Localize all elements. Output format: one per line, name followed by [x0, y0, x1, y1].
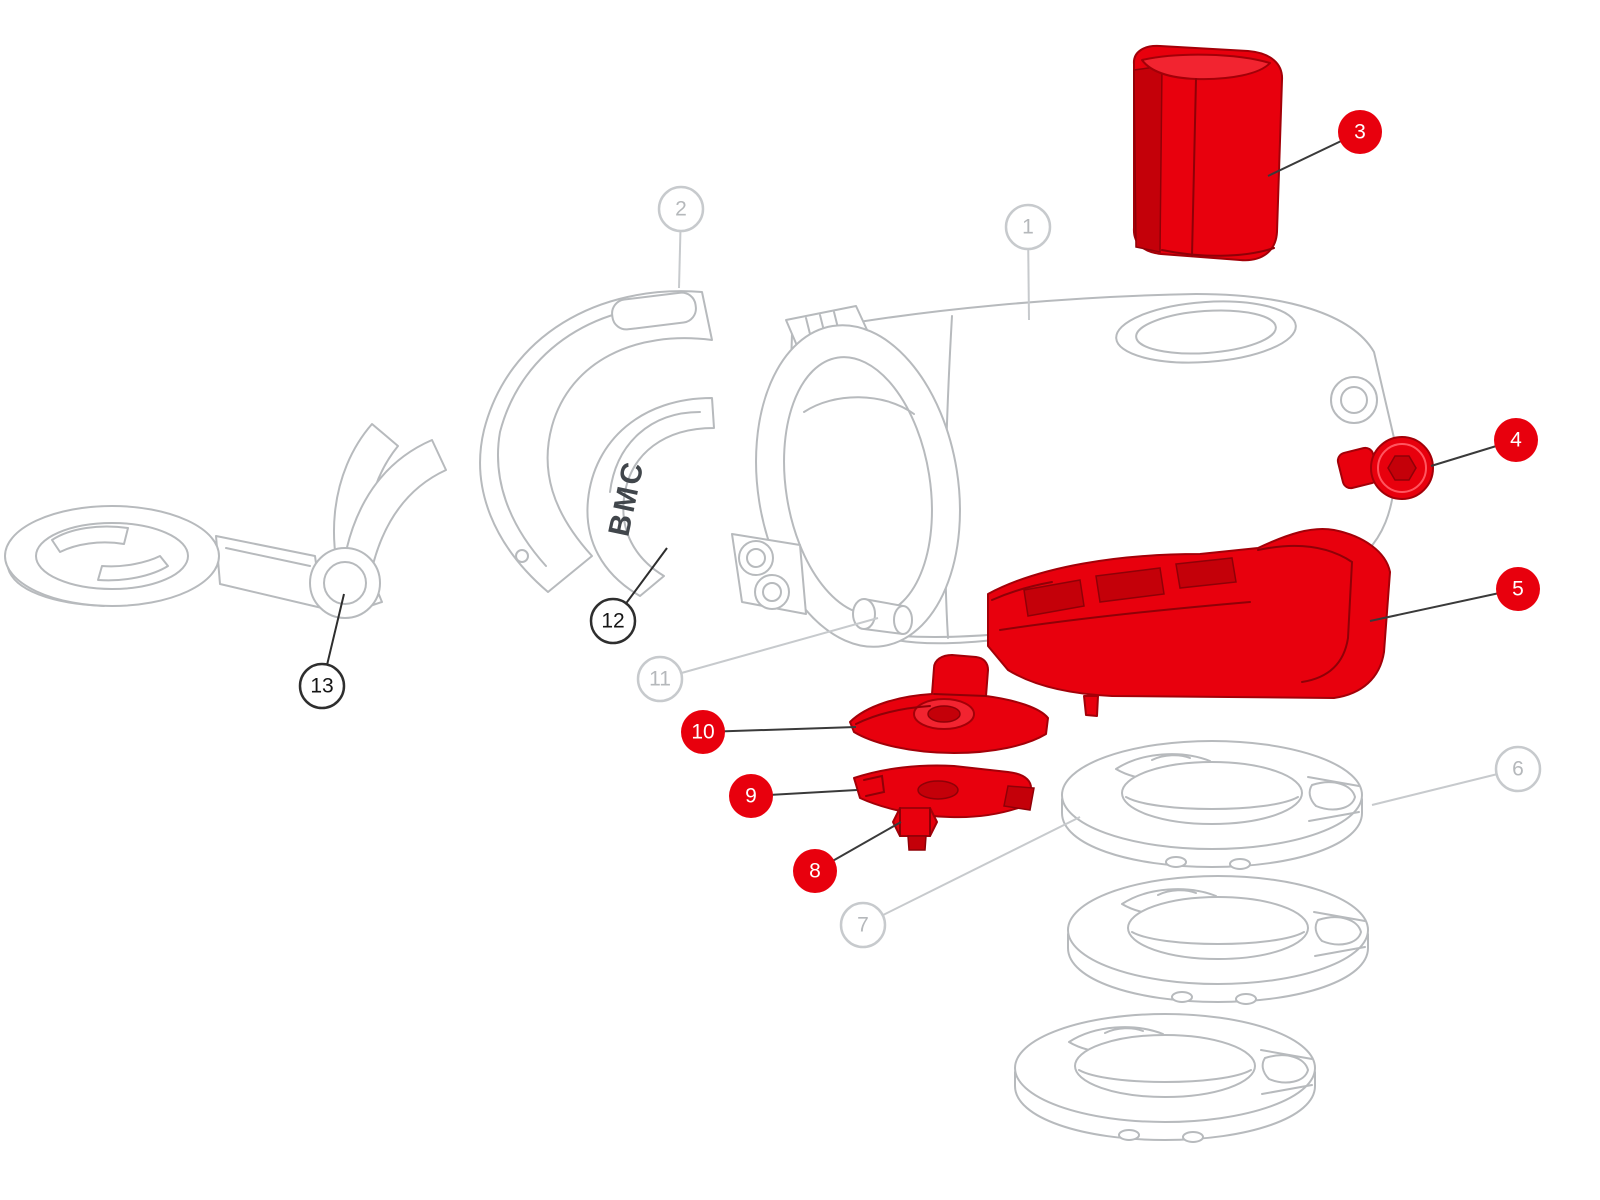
bolt-head-chamfer [1377, 443, 1427, 493]
mount-arm-detail [225, 547, 311, 567]
steerer-hole-inner [1135, 309, 1277, 355]
callout-11: 11 [636, 617, 879, 703]
callout-8-number: 8 [809, 860, 821, 883]
gap-cover-seam [1191, 78, 1197, 257]
faceplate-boss-1-hole [746, 548, 766, 568]
callout-13-bubble [298, 662, 346, 710]
mount-ring-tab-bottom [97, 555, 169, 582]
callout-4-bubble [1494, 418, 1538, 462]
mount-ring-tab-top [51, 525, 129, 553]
callout-5-number: 5 [1512, 578, 1524, 601]
callout-7: 7 [839, 816, 1081, 949]
clamp-ring-1 [1061, 740, 1363, 870]
bore-inner-arc [803, 396, 915, 415]
mount-ring-rim [7, 567, 105, 607]
callout-11-number: 11 [649, 668, 671, 691]
latch-screw-shaft [907, 835, 927, 851]
mount-base-left-edge [991, 581, 1053, 601]
mount-base-peg [1083, 695, 1099, 717]
callout-8: 8 [793, 821, 902, 893]
part-9-latch-bracket [853, 764, 1035, 819]
callout-8-bubble [793, 849, 837, 893]
callout-1-number: 1 [1022, 216, 1034, 239]
callout-1: 1 [1004, 203, 1052, 321]
latch-bracket-hook [1003, 785, 1035, 811]
callout-10-bubble [681, 710, 725, 754]
part-4-bolt [1336, 436, 1434, 500]
part-3-gap-cover [1132, 44, 1284, 262]
clamp-ring-2 [1067, 875, 1369, 1005]
part-13-computer-mount [4, 423, 447, 619]
clamp-bolt-cylinder-end [893, 605, 913, 635]
callout-13: 13 [298, 593, 346, 710]
latch-bracket-hole [917, 780, 959, 800]
callout-7-leader-line [862, 816, 1081, 926]
mount-base-slot-1 [1023, 579, 1085, 617]
callout-3-bubble [1338, 110, 1382, 154]
callout-5: 5 [1369, 567, 1540, 622]
shell-top-slot [611, 291, 697, 331]
callout-2-bubble [657, 185, 705, 233]
latch-bracket-notch [863, 774, 886, 797]
shell-bottom-hole [515, 549, 529, 563]
callout-10: 10 [681, 710, 857, 754]
callout-5-leader-line [1369, 588, 1519, 622]
mount-pivot-bolt [323, 561, 367, 605]
callout-3-number: 3 [1354, 121, 1366, 144]
callout-12-bubble [589, 597, 637, 645]
callout-3: 3 [1267, 110, 1382, 177]
mount-base-ledge [999, 601, 1251, 631]
callout-9-number: 9 [745, 785, 757, 808]
clamp-ring-3 [1014, 1013, 1316, 1143]
callout-12: 12 [589, 547, 668, 645]
callout-6-number: 6 [1512, 758, 1524, 781]
shim-outline [586, 397, 715, 597]
part-10-latch-plate [849, 654, 1049, 754]
mount-base-body [987, 528, 1391, 699]
callout-2: 2 [657, 185, 705, 289]
callout-5-bubble [1496, 567, 1540, 611]
callout-7-bubble [839, 901, 887, 949]
callout-2-number: 2 [675, 198, 687, 221]
latch-plate-boss-hole [927, 705, 961, 723]
callout-4-number: 4 [1510, 429, 1522, 452]
callout-10-leader-line [702, 726, 857, 733]
shell-outline [479, 290, 713, 593]
callout-11-bubble [636, 655, 684, 703]
callout-10-number: 10 [691, 721, 714, 744]
callout-1-bubble [1004, 203, 1052, 251]
gap-cover-bottom-edge [1161, 247, 1275, 257]
callout-9: 9 [729, 774, 858, 818]
shim-depth-line [609, 411, 701, 493]
clamp-bolt-cylinder-front [852, 598, 876, 630]
part-5-mount-base [987, 528, 1391, 717]
side-bolt-hole-inner [1340, 386, 1368, 414]
callout-6-bubble [1494, 745, 1542, 793]
callout-12-number: 12 [601, 610, 624, 633]
mount-base-slot-2 [1095, 567, 1165, 603]
part-8-latch-screw [892, 807, 938, 851]
callout-13-number: 13 [310, 675, 333, 698]
bolt-hex-socket [1387, 455, 1417, 481]
callout-6-leader-line [1371, 768, 1519, 806]
mount-base-slot-3 [1175, 557, 1237, 589]
latch-plate-left-detail [855, 705, 931, 725]
gap-cover-top-face [1141, 53, 1271, 81]
callout-7-number: 7 [857, 914, 869, 937]
callout-6: 6 [1371, 745, 1542, 806]
callout-9-bubble [729, 774, 773, 818]
part-2-clamp-shell [479, 290, 713, 593]
callout-4: 4 [1430, 418, 1538, 467]
mount-arm [215, 535, 323, 609]
gap-cover-flange [1133, 65, 1163, 253]
mount-base-fin-edge [1257, 545, 1354, 683]
part-12-inner-shim: BMC [586, 397, 715, 597]
callout-11-leader-line [659, 617, 879, 680]
faceplate-boss-2-hole [762, 582, 782, 602]
latch-plate-fin-seam [933, 693, 987, 697]
